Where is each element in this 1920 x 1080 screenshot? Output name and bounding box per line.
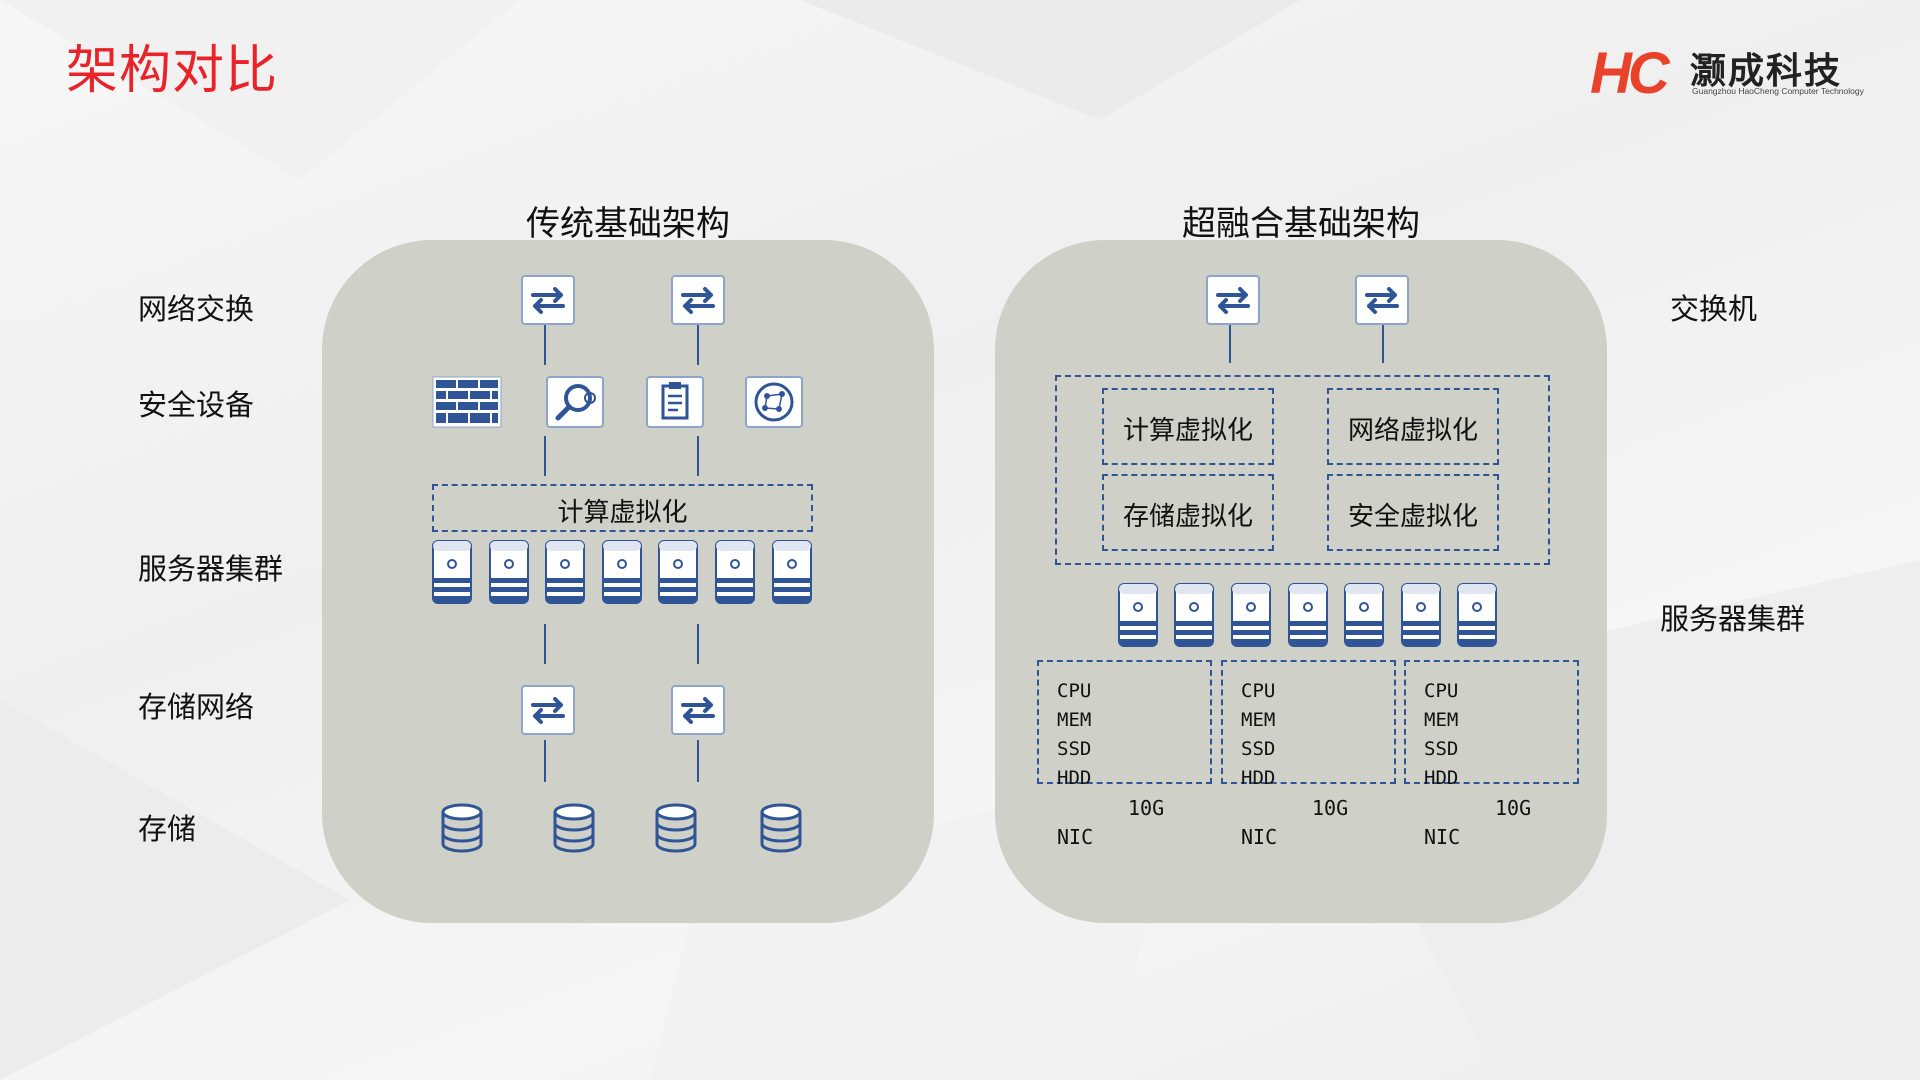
server-icon <box>1231 583 1271 651</box>
spec-mem: MEM <box>1241 709 1276 731</box>
server-icon <box>715 540 755 608</box>
slide-title: 架构对比 <box>66 41 279 101</box>
connector-line <box>544 436 546 476</box>
switch-icon <box>521 685 575 739</box>
hci-title: 超融合基础架构 <box>1182 204 1420 244</box>
security-virtualization-box: 安全虚拟化 <box>1327 474 1499 551</box>
connector-line <box>544 624 546 664</box>
layer-label-storage: 存储 <box>138 812 197 846</box>
database-icon <box>758 803 804 857</box>
nic-label: NIC <box>1057 825 1094 849</box>
compute-virtualization-label: 计算虚拟化 <box>1122 416 1253 446</box>
layer-label-security: 安全设备 <box>138 388 255 422</box>
logo-name: 灏成科技 <box>1690 51 1843 92</box>
spec-cpu: CPU <box>1241 680 1276 702</box>
network-virtualization-label: 网络虚拟化 <box>1347 416 1478 446</box>
spec-cpu: CPU <box>1424 680 1459 702</box>
connector-line <box>697 325 699 365</box>
connector-line <box>1382 325 1384 363</box>
hci-panel <box>995 240 1607 923</box>
server-icon <box>658 540 698 608</box>
server-icon <box>1457 583 1497 651</box>
network-globe-icon <box>745 376 803 432</box>
database-icon <box>551 803 597 857</box>
clipboard-icon <box>646 376 704 432</box>
server-icon <box>432 540 472 608</box>
spec-hdd: HDD <box>1057 767 1092 789</box>
spec-ssd: SSD <box>1241 738 1276 760</box>
server-icon <box>545 540 585 608</box>
compute-virtualization-label: 计算虚拟化 <box>557 498 688 528</box>
server-icon <box>489 540 529 608</box>
spec-ssd: SSD <box>1424 738 1459 760</box>
layer-label-storage-network: 存储网络 <box>138 690 255 724</box>
nic-label: NIC <box>1241 825 1278 849</box>
server-icon <box>1344 583 1384 651</box>
firewall-icon <box>432 376 502 432</box>
database-icon <box>653 803 699 857</box>
logo-subtitle: Guangzhou HaoCheng Computer Technology <box>1692 86 1864 96</box>
node-box-3 <box>1404 660 1579 784</box>
database-icon <box>439 803 485 857</box>
layer-label-network: 网络交换 <box>138 292 255 326</box>
connector-line <box>1229 325 1231 363</box>
server-icon <box>1401 583 1441 651</box>
switch-icon <box>671 685 725 739</box>
node-specs: CPU MEM SSD HDD <box>1241 677 1275 793</box>
virtualization-layer-box <box>1055 375 1550 565</box>
company-logo: HC 灏成科技 Guangzhou HaoCheng Computer Tech… <box>1590 36 1870 106</box>
spec-mem: MEM <box>1057 709 1092 731</box>
node-box-2 <box>1221 660 1396 784</box>
node-box-1 <box>1037 660 1212 784</box>
spec-hdd: HDD <box>1241 767 1276 789</box>
nic-speed: 10G <box>1128 796 1165 820</box>
security-virtualization-label: 安全虚拟化 <box>1347 502 1478 532</box>
connector-line <box>697 436 699 476</box>
server-icon <box>772 540 812 608</box>
switch-icon <box>1355 275 1409 329</box>
server-icon <box>602 540 642 608</box>
network-virtualization-box: 网络虚拟化 <box>1327 388 1499 465</box>
layer-label-servers: 服务器集群 <box>138 552 284 586</box>
right-label-switch: 交换机 <box>1670 292 1758 326</box>
connector-line <box>544 740 546 782</box>
spec-mem: MEM <box>1424 709 1459 731</box>
nic-label: NIC <box>1424 825 1461 849</box>
switch-icon <box>1206 275 1260 329</box>
spec-cpu: CPU <box>1057 680 1092 702</box>
search-icon <box>546 376 604 432</box>
switch-icon <box>521 275 575 329</box>
storage-virtualization-box: 存储虚拟化 <box>1102 474 1274 551</box>
connector-line <box>697 740 699 782</box>
storage-virtualization-label: 存储虚拟化 <box>1122 502 1253 532</box>
spec-ssd: SSD <box>1057 738 1092 760</box>
connector-line <box>544 325 546 365</box>
switch-icon <box>671 275 725 329</box>
spec-hdd: HDD <box>1424 767 1459 789</box>
nic-speed: 10G <box>1495 796 1532 820</box>
nic-speed: 10G <box>1312 796 1349 820</box>
traditional-title: 传统基础架构 <box>526 204 730 244</box>
compute-virtualization-box: 计算虚拟化 <box>1102 388 1274 465</box>
node-specs: CPU MEM SSD HDD <box>1424 677 1458 793</box>
node-specs: CPU MEM SSD HDD <box>1057 677 1091 793</box>
server-icon <box>1288 583 1328 651</box>
server-icon <box>1118 583 1158 651</box>
server-icon <box>1174 583 1214 651</box>
right-label-servers: 服务器集群 <box>1660 602 1806 636</box>
compute-virtualization-box: 计算虚拟化 <box>432 484 813 532</box>
connector-line <box>697 624 699 664</box>
logo-mark: HC <box>1590 41 1670 106</box>
